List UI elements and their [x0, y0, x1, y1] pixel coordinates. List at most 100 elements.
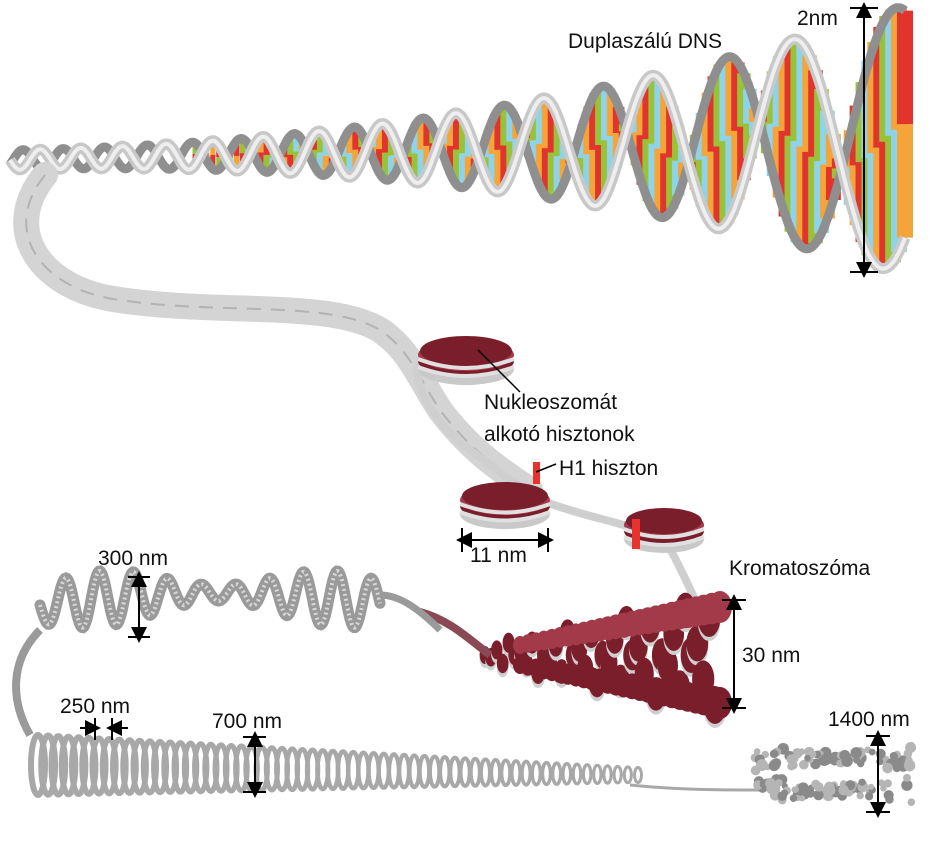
double-helix-dna	[5, 3, 913, 275]
chromatid-texture	[813, 789, 824, 801]
chromatid-texture	[799, 759, 809, 770]
coil-turn	[417, 753, 432, 789]
dimension-arrow-30nm	[722, 594, 746, 714]
chromatid-texture	[787, 762, 796, 771]
chromatid-texture	[838, 784, 849, 796]
300nm-looped-domains	[12, 565, 443, 737]
label-chromatosome: Kromatoszóma	[729, 557, 871, 580]
chromatid-texture	[889, 751, 898, 761]
coil-turn	[69, 734, 89, 798]
coil-turn	[602, 764, 613, 785]
chromatid-texture	[868, 748, 876, 756]
metaphase-chromosome	[750, 742, 917, 807]
coil-turn	[48, 733, 69, 798]
label-1400nm: 1400 nm	[828, 708, 910, 731]
chromatid-texture	[880, 784, 887, 792]
coil-turn	[110, 736, 129, 797]
chromatid-texture	[805, 788, 815, 798]
chromatid-texture	[858, 778, 866, 786]
chromatid-texture	[804, 746, 815, 757]
nucleosome-disk	[657, 648, 678, 683]
chromatid-texture	[799, 795, 806, 802]
chromatid-texture	[865, 792, 874, 801]
coil-turn	[468, 756, 482, 788]
coil-turn	[89, 735, 109, 797]
700nm-condensed-fiber	[28, 732, 761, 798]
coil-turn	[38, 732, 59, 798]
label-250nm: 250 nm	[60, 695, 130, 718]
nucleosome-disk	[708, 591, 732, 623]
coil-turn	[438, 755, 452, 789]
coil-turn	[99, 736, 119, 797]
chromatid-texture	[791, 786, 798, 793]
coil-turn	[427, 754, 442, 789]
coil-turn	[530, 760, 543, 787]
dimension-arrow-2nm	[850, 2, 878, 278]
label-nucleosome-line2: alkotó hisztonok	[484, 423, 635, 446]
chromatid-texture	[882, 762, 893, 774]
chromatid-texture	[907, 798, 916, 807]
coil-turn	[499, 758, 512, 788]
label-11nm: 11 nm	[470, 544, 527, 567]
dna-backbone-highlight	[8, 37, 907, 271]
coil-turn	[591, 763, 603, 785]
chromatid-texture	[822, 755, 829, 762]
chromatid-texture	[804, 754, 811, 762]
chromatid-texture	[755, 759, 768, 772]
nucleosome-right	[623, 508, 705, 553]
label-2nm: 2nm	[797, 7, 838, 30]
h1-histone-marker	[632, 519, 640, 549]
h1-histone-marker	[533, 462, 540, 484]
dimension-arrow-700nm	[243, 731, 266, 798]
chromatid-texture	[753, 748, 761, 755]
chromatid-texture	[769, 749, 779, 759]
chromatid-texture	[901, 779, 913, 791]
nucleosome-disk	[491, 640, 503, 660]
chromatid-texture	[903, 773, 911, 782]
coil-turn	[581, 763, 593, 786]
chromatid-texture	[885, 795, 894, 804]
fiber-tail	[12, 627, 43, 737]
coil-turn	[509, 759, 522, 787]
chromatid-texture	[774, 779, 783, 787]
coil-turn	[633, 766, 643, 784]
label-30nm: 30 nm	[742, 644, 800, 667]
coil-turn	[448, 755, 462, 789]
chromatid-texture	[825, 785, 836, 796]
30nm-chromatin-fiber	[418, 591, 732, 728]
coil-turn	[540, 760, 553, 787]
chromatid-texture	[765, 777, 776, 789]
coil-turn	[458, 756, 472, 789]
coil-turn	[58, 733, 79, 798]
coil-turn	[489, 757, 502, 788]
coil-turn	[571, 762, 583, 786]
dimension-arrow-1400nm	[866, 730, 890, 818]
chromatid-texture	[906, 764, 914, 772]
coil-turn	[622, 765, 633, 785]
dimension-arrow-11nm	[456, 528, 554, 552]
chromatid-texture	[786, 754, 797, 765]
label-nucleosome-line1: Nukleoszomát	[484, 391, 617, 414]
chromatid-texture	[850, 747, 862, 759]
chromatid-texture	[853, 756, 861, 764]
chromatid-texture	[905, 742, 917, 753]
chromatid-texture	[867, 783, 875, 790]
chromatid-texture	[836, 759, 843, 767]
fiber-tail	[379, 591, 443, 633]
chromatid-texture	[789, 794, 798, 803]
coil-turn	[561, 761, 573, 786]
chromatid-texture	[856, 792, 864, 800]
nucleosome-middle	[459, 462, 551, 529]
coiled-fiber-texture	[38, 568, 382, 630]
chromatid-texture	[768, 760, 780, 772]
label-h1-histone: H1 hiszton	[559, 457, 658, 480]
nucleosome-leader-line	[477, 349, 521, 393]
label-300nm: 300 nm	[98, 547, 168, 570]
nucleosome-top	[417, 336, 515, 385]
coil-turn	[28, 732, 48, 798]
coil-turn	[520, 759, 533, 787]
chromatid-texture	[841, 755, 853, 767]
coil-turn	[407, 753, 422, 790]
chromatid-texture	[813, 782, 824, 792]
